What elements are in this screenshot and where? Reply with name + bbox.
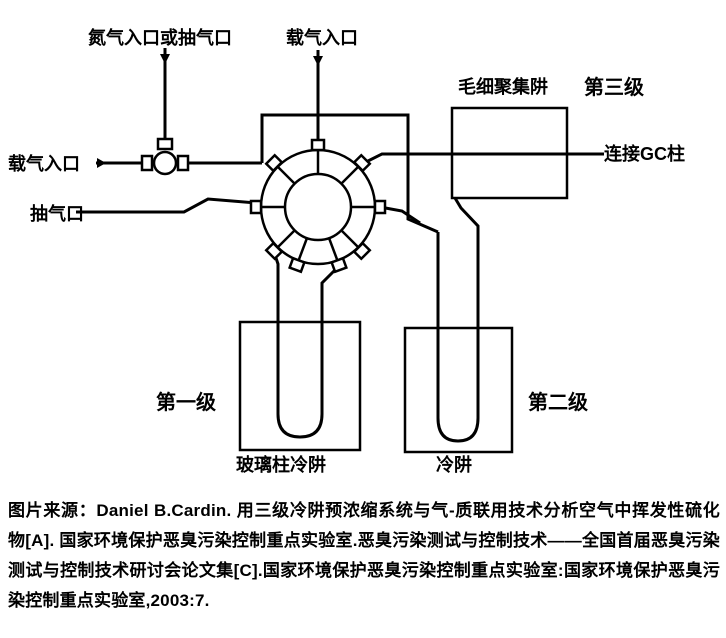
valve-port-top bbox=[310, 138, 326, 152]
first-stage-box bbox=[238, 320, 362, 452]
arrow-down-nitrogen-icon bbox=[160, 54, 170, 64]
cross-valve-top-fitting bbox=[156, 137, 174, 151]
cross-valve-right-fitting bbox=[176, 154, 190, 172]
label-stage-two: 第二级 bbox=[528, 390, 588, 414]
capillary-trap-box bbox=[450, 106, 569, 200]
first-stage-utube bbox=[272, 251, 340, 439]
cross-valve-left-fitting bbox=[140, 154, 154, 172]
label-capillary-trap: 毛细聚集阱 bbox=[458, 76, 548, 97]
valve-port-bottom-right bbox=[330, 256, 348, 274]
label-carrier-gas-inlet-left: 载气入口 bbox=[8, 153, 80, 174]
diagram-canvas: 氮气入口或抽气口 载气入口 毛细聚集阱 第三级 载气入口 抽气口 连接GC柱 第… bbox=[8, 27, 685, 475]
valve-port-right bbox=[373, 199, 387, 215]
valve-port-bottom-left bbox=[288, 256, 306, 274]
label-cold-trap: 冷阱 bbox=[436, 454, 472, 475]
valve-passages bbox=[260, 149, 376, 263]
arrow-right-carrier-icon bbox=[97, 158, 106, 168]
label-glass-column-cold-trap: 玻璃柱冷阱 bbox=[236, 454, 326, 475]
valve-port-upper-right bbox=[352, 153, 372, 173]
valve-port-lower-left bbox=[264, 241, 284, 261]
second-stage-box bbox=[403, 326, 514, 454]
pump-port-line bbox=[76, 197, 257, 214]
label-stage-one: 第一级 bbox=[156, 390, 216, 414]
valve-ports bbox=[249, 138, 387, 274]
cross-valve-body bbox=[152, 150, 178, 176]
label-stage-three: 第三级 bbox=[584, 75, 644, 99]
valve-port-left bbox=[249, 199, 263, 215]
second-stage-utube bbox=[436, 197, 480, 443]
right-port-line bbox=[379, 205, 421, 225]
arrow-down-carrier-icon bbox=[313, 56, 323, 66]
label-gc-column: 连接GC柱 bbox=[604, 143, 685, 164]
gc-column-line bbox=[363, 152, 604, 165]
label-carrier-gas-inlet-top: 载气入口 bbox=[286, 27, 358, 48]
valve-port-upper-left bbox=[264, 153, 284, 173]
valve-port-lower-right bbox=[352, 241, 372, 261]
image-source-caption: 图片来源：Daniel B.Cardin. 用三级冷阱预浓缩系统与气-质联用技术… bbox=[8, 501, 720, 610]
label-nitrogen-inlet: 氮气入口或抽气口 bbox=[88, 27, 232, 48]
cross-valve bbox=[140, 137, 190, 176]
label-pump-port: 抽气口 bbox=[30, 203, 84, 224]
